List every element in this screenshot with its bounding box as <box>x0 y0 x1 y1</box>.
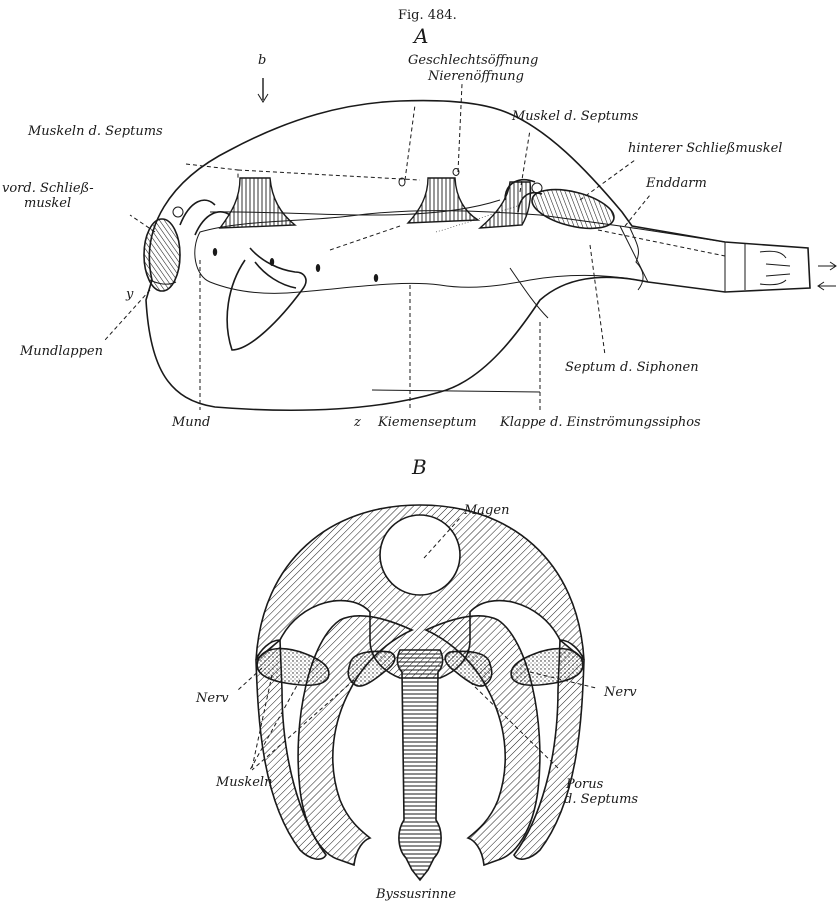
panel-a-drawing: b <box>105 53 836 410</box>
label-byssusrinne: Byssusrinne <box>375 887 456 902</box>
panel-b-drawing <box>238 505 596 880</box>
label-muskel-septums: Muskel d. Septums <box>511 109 639 124</box>
label-hinterer-schliessmuskel: hinterer Schließmuskel <box>628 141 782 156</box>
byssus-column <box>397 650 442 880</box>
label-enddarm: Enddarm <box>645 176 707 191</box>
panel-a-letter: A <box>412 24 428 48</box>
label-porus-1: Porus <box>565 777 604 792</box>
label-muskeln-septums: Muskeln d. Septums <box>27 124 163 139</box>
arrow-b-icon <box>258 78 268 102</box>
siphon-tip <box>725 242 790 292</box>
label-mundlappen: Mundlappen <box>19 344 103 359</box>
label-muskeln: Muskeln <box>215 775 272 790</box>
label-kiemenseptum: Kiemenseptum <box>377 415 477 430</box>
label-septum-siphonen: Septum d. Siphonen <box>565 360 699 375</box>
label-vord-schliess-1: vord. Schließ- <box>2 181 94 196</box>
label-nerv-right: Nerv <box>603 685 637 700</box>
stomach <box>380 515 460 595</box>
septum-muscle-3 <box>480 182 531 228</box>
label-nerv-left: Nerv <box>195 691 229 706</box>
label-klappe: Klappe d. Einströmungssiphos <box>499 415 701 430</box>
mouth-lobe <box>227 248 306 350</box>
label-vord-schliess-2: muskel <box>24 196 71 211</box>
panel-b-letter: B <box>411 455 427 479</box>
label-magen: Magen <box>463 503 509 518</box>
label-porus-2: d. Septums <box>564 792 638 807</box>
label-nierenoeffnung: Nierenöffnung <box>427 69 524 84</box>
septum-muscle-1 <box>220 178 295 228</box>
label-mund: Mund <box>171 415 210 430</box>
anterior-adductor <box>144 219 180 291</box>
muscle-left-inner <box>348 651 395 686</box>
marker-b: b <box>258 53 266 68</box>
label-geschlechtsoeffnung: Geschlechtsöffnung <box>408 53 538 68</box>
marker-z: z <box>353 415 361 430</box>
figure-number: Fig. 484. <box>398 8 457 23</box>
septum-muscle-2 <box>408 178 478 223</box>
marker-y: y <box>125 287 134 302</box>
muscle-right-inner <box>445 651 492 686</box>
